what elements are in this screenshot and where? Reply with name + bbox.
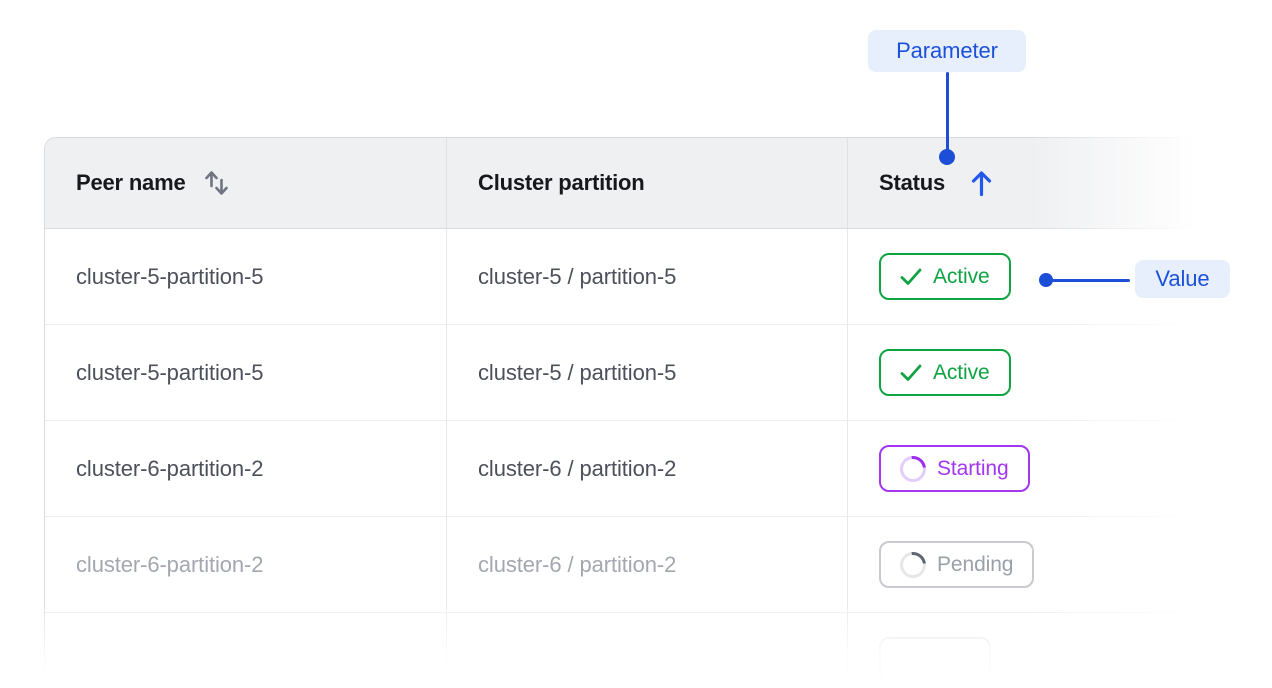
cell-status: Active (848, 229, 1210, 324)
cell-status: Active (848, 325, 1210, 420)
cell-cluster-partition (447, 613, 848, 688)
table-row-partial (45, 613, 1210, 688)
check-icon (900, 364, 922, 381)
status-badge-ghost (879, 637, 991, 684)
table-header-row: Peer name Cluster partition Status (45, 138, 1210, 229)
status-label: Active (933, 360, 990, 384)
column-label: Peer name (76, 170, 186, 195)
spinner-icon (894, 450, 932, 487)
value-callout-dot (1039, 273, 1053, 287)
column-label: Cluster partition (478, 170, 645, 195)
parameter-callout-line (946, 72, 949, 151)
column-header-cluster-partition[interactable]: Cluster partition (447, 138, 848, 228)
cell-cluster-partition: cluster-6 / partition-2 (447, 421, 848, 516)
value-callout-text: Value (1155, 266, 1210, 291)
status-label: Pending (937, 552, 1014, 576)
status-badge-pending: Pending (879, 541, 1035, 588)
column-header-status[interactable]: Status (848, 138, 1210, 228)
cell-status: Starting (848, 421, 1210, 516)
value-callout-line (1052, 279, 1130, 282)
sort-ascending-icon[interactable] (970, 170, 993, 197)
status-badge-starting: Starting (879, 445, 1030, 492)
sort-both-icon[interactable] (202, 168, 231, 198)
cell-peer-name: cluster-6-partition-2 (45, 421, 447, 516)
cell-peer-name: cluster-5-partition-5 (45, 229, 447, 324)
cell-peer-name (45, 613, 447, 688)
cell-status: Pending (848, 517, 1210, 612)
check-icon (900, 268, 922, 285)
cell-status (848, 613, 1210, 688)
table-row[interactable]: cluster-6-partition-2 cluster-6 / partit… (45, 517, 1210, 613)
parameter-callout-label: Parameter (868, 30, 1026, 72)
cell-peer-name: cluster-6-partition-2 (45, 517, 447, 612)
cell-peer-name: cluster-5-partition-5 (45, 325, 447, 420)
peers-table: Peer name Cluster partition Status clust… (44, 137, 1210, 688)
table-row[interactable]: cluster-6-partition-2 cluster-6 / partit… (45, 421, 1210, 517)
status-label: Active (933, 264, 990, 288)
table-row[interactable]: cluster-5-partition-5 cluster-5 / partit… (45, 229, 1210, 325)
column-label: Status (879, 170, 946, 195)
cell-cluster-partition: cluster-6 / partition-2 (447, 517, 848, 612)
cell-cluster-partition: cluster-5 / partition-5 (447, 229, 848, 324)
value-callout-label: Value (1135, 260, 1230, 298)
status-label: Starting (937, 456, 1009, 480)
parameter-callout-dot (939, 149, 955, 165)
parameter-callout-text: Parameter (896, 38, 998, 63)
spinner-icon (894, 546, 932, 583)
status-badge-active: Active (879, 349, 1011, 396)
table-row[interactable]: cluster-5-partition-5 cluster-5 / partit… (45, 325, 1210, 421)
cell-cluster-partition: cluster-5 / partition-5 (447, 325, 848, 420)
column-header-peer-name[interactable]: Peer name (45, 138, 447, 228)
status-badge-active: Active (879, 253, 1011, 300)
